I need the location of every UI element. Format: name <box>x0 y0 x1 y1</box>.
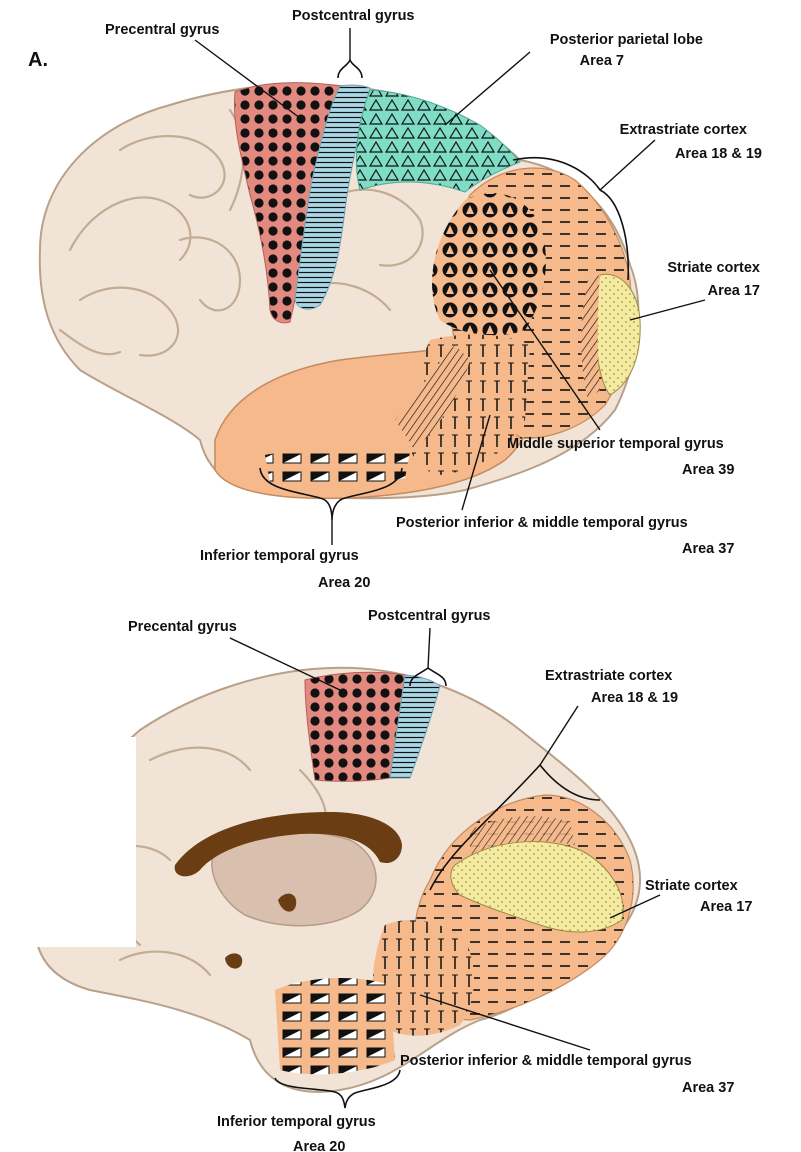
label-area-17: Area 17 <box>708 283 760 299</box>
label-medial-posterior-temporal: Posterior inferior & middle temporal gyr… <box>400 1053 692 1069</box>
label-area-39: Area 39 <box>682 462 734 478</box>
label-area-20: Area 20 <box>318 575 370 591</box>
label-medial-postcentral: Postcentral gyrus <box>368 608 491 624</box>
label-area-7: Area 7 <box>580 53 624 69</box>
label-posterior-parietal: Posterior parietal lobe <box>550 32 703 48</box>
leader-medial-extrastriate <box>540 706 578 765</box>
label-posterior-inferior-middle-temporal: Posterior inferior & middle temporal gyr… <box>396 515 688 531</box>
medial-precentral-gyrus <box>305 672 405 781</box>
panel-label: A. <box>28 49 48 71</box>
medial-area-20 <box>275 978 395 1074</box>
label-middle-superior-temporal: Middle superior temporal gyrus <box>507 436 724 452</box>
label-area-37: Area 37 <box>682 541 734 557</box>
brace-postcentral <box>338 60 362 78</box>
label-striate-cortex: Striate cortex <box>667 260 760 276</box>
label-precental-gyrus: Precental gyrus <box>128 619 237 635</box>
label-area-18-19: Area 18 & 19 <box>675 146 762 162</box>
leader-parietal <box>445 52 530 125</box>
label-medial-area-18-19: Area 18 & 19 <box>591 690 678 706</box>
label-medial-striate: Striate cortex <box>645 878 738 894</box>
white-overlay-box <box>0 737 136 947</box>
label-medial-area-17: Area 17 <box>700 899 752 915</box>
lateral-view: A. <box>28 8 762 591</box>
label-extrastriate-cortex: Extrastriate cortex <box>620 122 747 138</box>
leader-striate <box>630 300 705 320</box>
label-precentral-gyrus: Precentral gyrus <box>105 22 219 38</box>
label-medial-inferior-temporal: Inferior temporal gyrus <box>217 1114 376 1130</box>
lateral-area-20 <box>265 449 410 485</box>
leader-extrastriate <box>600 140 655 190</box>
label-medial-area-37: Area 37 <box>682 1080 734 1096</box>
leader-medial-postcentral <box>428 628 430 668</box>
label-medial-extrastriate: Extrastriate cortex <box>545 668 672 684</box>
label-inferior-temporal: Inferior temporal gyrus <box>200 548 359 564</box>
label-medial-area-20: Area 20 <box>293 1139 345 1152</box>
label-postcentral-gyrus: Postcentral gyrus <box>292 8 415 24</box>
medial-view: Precental gyrus Postcentral gyrus Extras… <box>0 608 752 1152</box>
